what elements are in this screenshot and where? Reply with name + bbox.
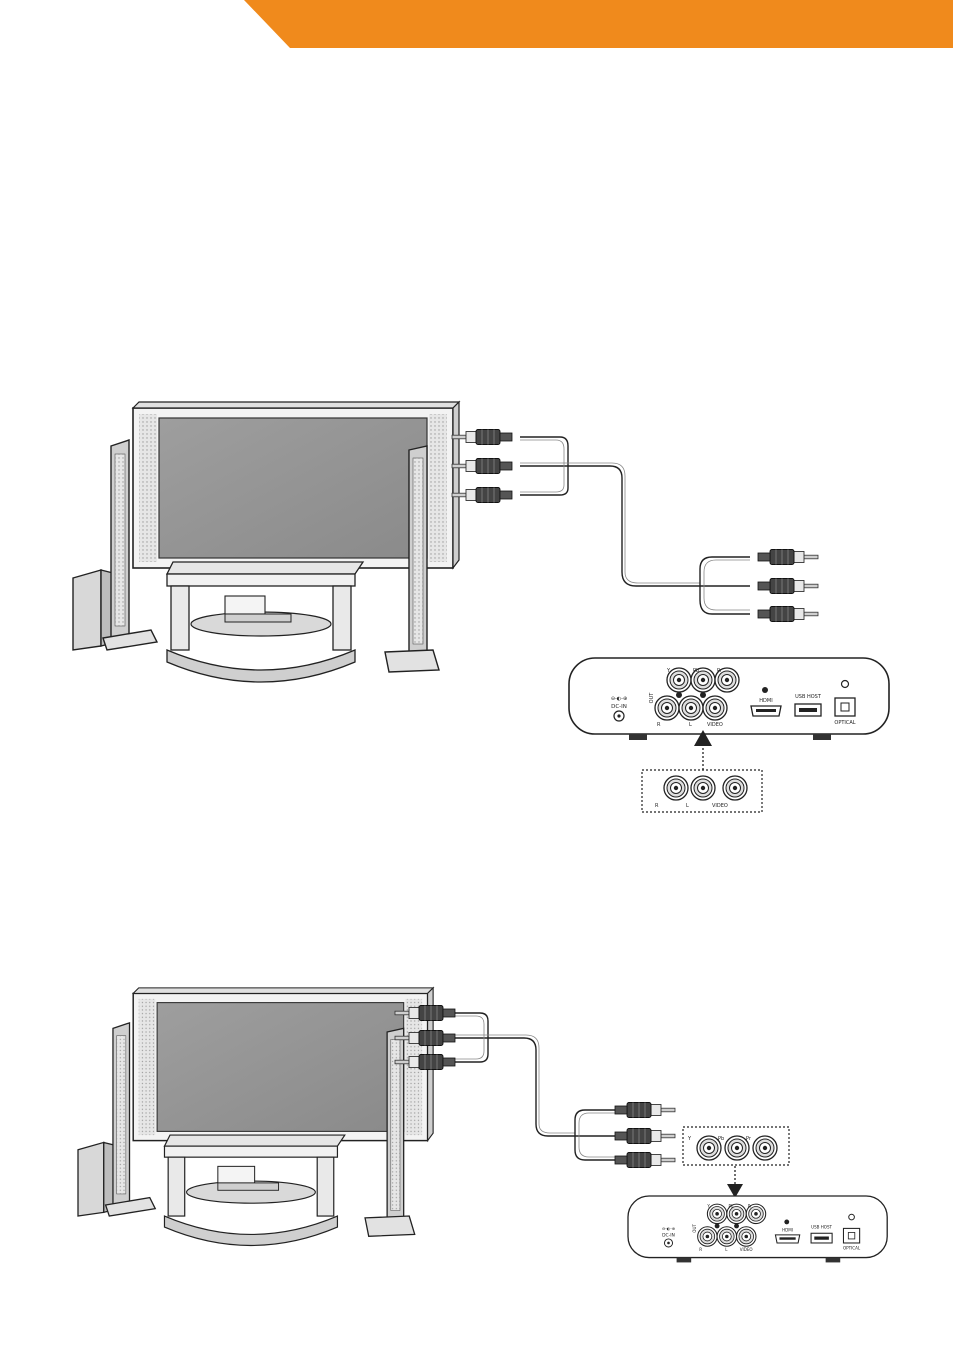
rca-plug-right-6 <box>615 1153 675 1168</box>
diagram-composite-connection: DC-IN OUT Y Pb Pr R L VIDEO HDMI USB HOS… <box>73 402 889 812</box>
label-y-2: Y <box>706 1203 710 1208</box>
label-pb-2: Pb <box>728 1203 733 1208</box>
rca-plug-right-3 <box>758 607 818 622</box>
label-video-2: VIDEO <box>740 1247 753 1252</box>
rca-plug-right-2 <box>758 579 818 594</box>
label-pb: Pb <box>693 668 699 674</box>
label-pr-2: Pr <box>748 1203 752 1208</box>
label-l: L <box>689 722 692 728</box>
label-hdmi: HDMI <box>759 698 772 704</box>
rca-plug-right-4 <box>615 1103 675 1118</box>
media-player-rear-panel-1: DC-IN OUT Y Pb Pr R L VIDEO HDMI USB HOS… <box>569 658 889 740</box>
label-optical: OPTICAL <box>834 720 855 726</box>
header-banner <box>244 0 953 48</box>
label-usb-2: USB HOST <box>811 1224 832 1229</box>
callout-label-r: R <box>655 803 659 809</box>
label-dcin: DC-IN <box>611 704 627 710</box>
label-r-2: R <box>699 1247 702 1252</box>
home-theater-illustration-2 <box>78 988 433 1246</box>
label-out-2: OUT <box>692 1224 697 1233</box>
callout-label-l: L <box>686 803 689 809</box>
rca-plug-left-2 <box>452 459 512 474</box>
label-usb: USB HOST <box>795 694 822 700</box>
label-out: OUT <box>649 692 655 704</box>
callout-label-pb: Pb <box>718 1136 724 1142</box>
av-cable-1 <box>520 437 750 614</box>
rca-plug-right-1 <box>758 550 818 565</box>
label-dcin-2: DC-IN <box>662 1233 675 1239</box>
home-theater-illustration-1 <box>73 402 459 682</box>
label-r: R <box>657 722 661 728</box>
rca-plug-left-1 <box>452 430 512 445</box>
label-optical-2: OPTICAL <box>843 1245 861 1250</box>
av-cable-2 <box>455 1013 620 1160</box>
label-hdmi-2: HDMI <box>782 1228 793 1233</box>
label-video: VIDEO <box>707 722 723 728</box>
diagram-component-connection: Y Pb Pr DC-IN OUT Y Pb Pr R L VIDEO HDMI… <box>78 988 887 1263</box>
callout-composite-jacks: R L VIDEO <box>642 770 762 812</box>
callout-component-jacks: Y Pb Pr <box>683 1127 789 1165</box>
media-player-rear-panel-2: DC-IN OUT Y Pb Pr R L VIDEO HDMI USB HOS… <box>628 1196 887 1262</box>
rca-plug-right-5 <box>615 1129 675 1144</box>
callout-label-video: VIDEO <box>712 803 728 809</box>
rca-plug-left-3 <box>452 488 512 503</box>
